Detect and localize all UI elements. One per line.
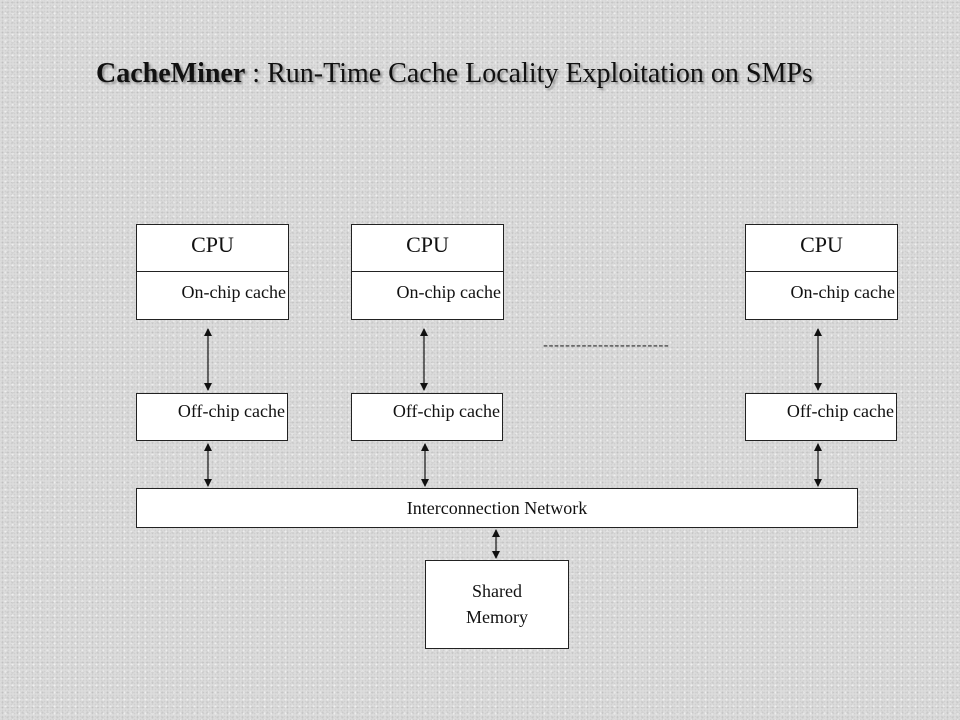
off-chip-cache-label: Off-chip cache bbox=[177, 401, 285, 421]
cpu-node-3: CPU On-chip cache bbox=[745, 224, 898, 320]
on-chip-cache-label: On-chip cache bbox=[181, 282, 286, 302]
off-chip-cache-label: Off-chip cache bbox=[786, 401, 894, 421]
ellipsis-dashes: ----------------------- bbox=[543, 337, 670, 354]
off-chip-cache-1: Off-chip cache bbox=[136, 393, 288, 441]
cpu-label: CPU bbox=[406, 232, 449, 257]
shared-memory: Shared Memory bbox=[425, 560, 569, 649]
on-chip-cache-label: On-chip cache bbox=[790, 282, 895, 302]
network-label: Interconnection Network bbox=[406, 498, 588, 518]
interconnection-network: Interconnection Network bbox=[136, 488, 858, 528]
off-chip-cache-2: Off-chip cache bbox=[351, 393, 503, 441]
off-chip-cache-label: Off-chip cache bbox=[392, 401, 500, 421]
title-rest: : Run-Time Cache Locality Exploitation o… bbox=[245, 58, 813, 89]
cpu-divider bbox=[746, 271, 897, 272]
memory-label-line1: Shared bbox=[472, 581, 522, 601]
cpu-node-2: CPU On-chip cache bbox=[351, 224, 504, 320]
title-bold: CacheMiner bbox=[96, 58, 246, 89]
on-chip-cache-label: On-chip cache bbox=[396, 282, 501, 302]
cpu-divider bbox=[137, 271, 288, 272]
off-chip-cache-3: Off-chip cache bbox=[745, 393, 897, 441]
cpu-node-1: CPU On-chip cache bbox=[136, 224, 289, 320]
cpu-label: CPU bbox=[800, 232, 843, 257]
memory-label: Shared Memory bbox=[426, 578, 568, 630]
memory-label-line2: Memory bbox=[466, 607, 528, 627]
slide-title: CacheMiner : Run-Time Cache Locality Exp… bbox=[96, 58, 813, 90]
cpu-label: CPU bbox=[191, 232, 234, 257]
cpu-divider bbox=[352, 271, 503, 272]
